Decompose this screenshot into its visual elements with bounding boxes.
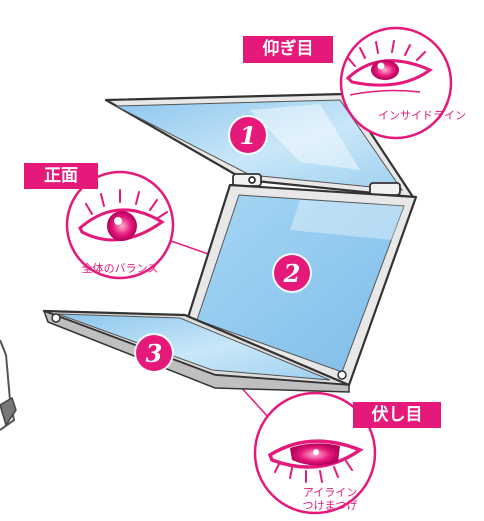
downward-eye-callout <box>253 391 377 515</box>
mirror-number-2: 2 <box>274 255 310 291</box>
front-eye-callout <box>65 170 175 280</box>
upward-eye-callout <box>339 26 453 140</box>
upward-tag: 仰ぎ目 <box>243 36 333 63</box>
front-tag: 正面 <box>24 163 98 189</box>
upward-caption: インサイドライン <box>378 109 466 122</box>
front-caption: 全体のバランス <box>81 262 159 275</box>
eye-downward-icon <box>267 439 364 483</box>
downward-caption-line2: つけまつげ <box>302 499 358 512</box>
downward-caption-line1: アイライン <box>302 486 358 499</box>
downward-tag: 伏し目 <box>353 402 441 428</box>
eye-upward-icon <box>345 40 433 96</box>
mirror-number-1: 1 <box>230 117 266 153</box>
eye-front-icon <box>78 189 168 242</box>
mirror-number-3: 3 <box>136 335 172 371</box>
